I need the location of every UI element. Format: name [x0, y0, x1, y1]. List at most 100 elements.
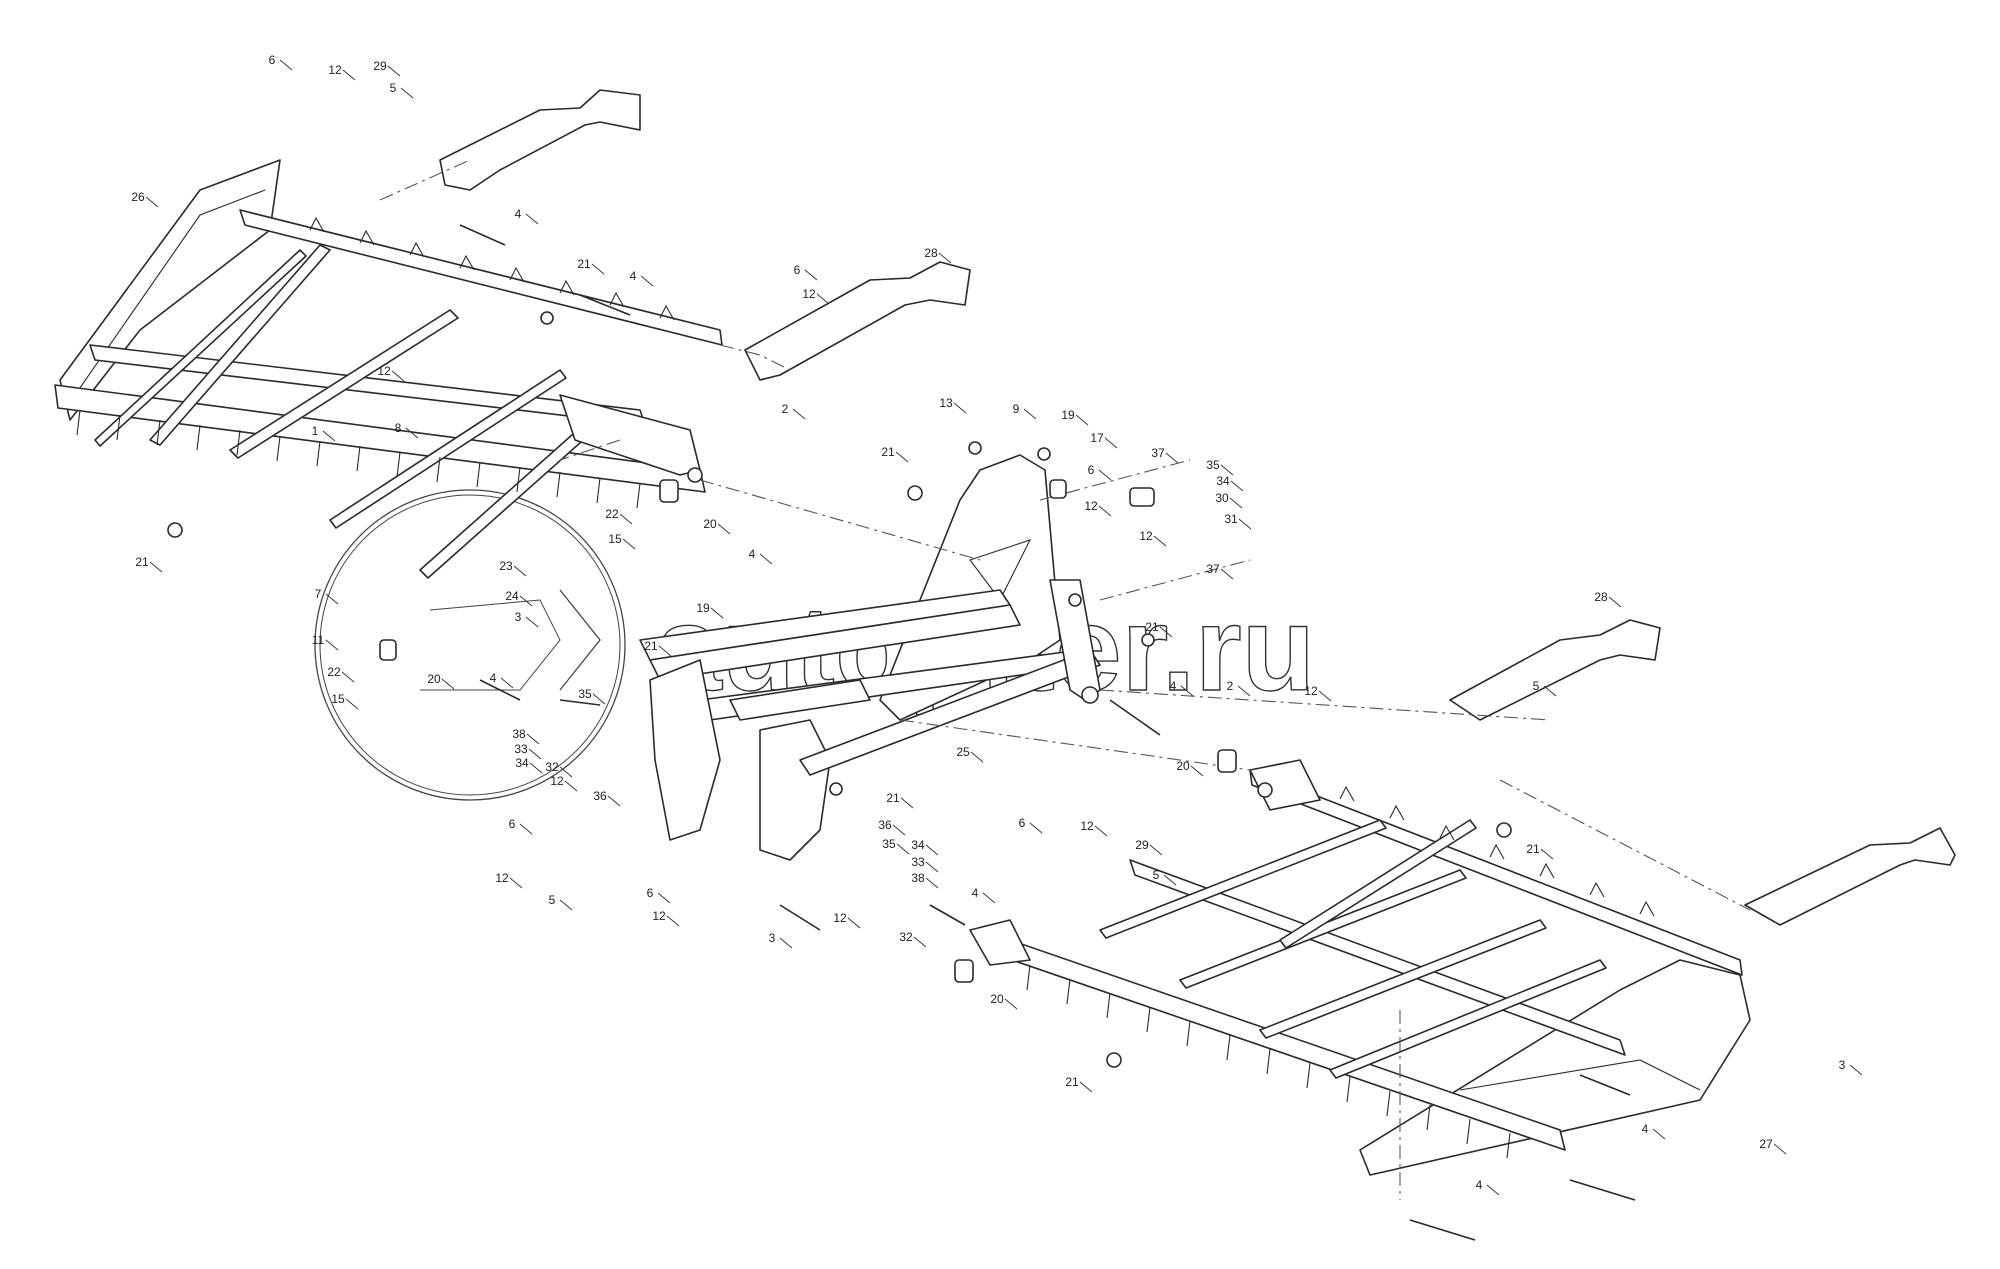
leader-l20a: [717, 523, 731, 535]
leader-l7: [325, 593, 339, 605]
callout-l7: 7: [315, 587, 322, 601]
callout-l21a: 21: [577, 257, 591, 271]
leader-l21g: [1540, 848, 1554, 860]
callout-l35c: 35: [882, 837, 896, 851]
leader-l12i: [666, 915, 680, 927]
leader-l32b: [913, 936, 927, 948]
callout-l3a: 3: [515, 610, 522, 624]
left-harrow-frame: [54, 159, 723, 579]
callout-l6a: 6: [269, 53, 276, 67]
leader-l21b: [895, 451, 909, 463]
callout-l6e: 6: [647, 886, 654, 900]
callout-l3c: 3: [1839, 1058, 1846, 1072]
hardware: [167, 224, 1636, 1241]
leader-l23: [513, 565, 527, 577]
watermark-logo: [314, 489, 626, 801]
leader-l25: [970, 751, 984, 763]
callout-l31: 31: [1224, 512, 1238, 526]
leader-l27: [1773, 1143, 1787, 1155]
leader-l21e: [1159, 626, 1173, 638]
leader-l12g: [1318, 690, 1332, 702]
leader-l4b: [640, 275, 654, 287]
callout-l37a: 37: [1151, 446, 1165, 460]
right-hook-arm: [1449, 619, 1661, 721]
leader-l11: [325, 639, 339, 651]
callout-l12j: 12: [833, 911, 847, 925]
leader-l20c: [1190, 765, 1204, 777]
leader-l9: [1023, 408, 1037, 420]
callout-l19b: 19: [696, 601, 710, 615]
callout-l36b: 36: [878, 818, 892, 832]
callout-l1: 1: [312, 424, 319, 438]
leader-l12k: [1094, 825, 1108, 837]
callout-l5c: 5: [549, 893, 556, 907]
callout-l4e: 4: [1170, 679, 1177, 693]
callout-l25: 25: [956, 745, 970, 759]
callout-l19a: 19: [1061, 408, 1075, 422]
callout-l4b: 4: [630, 269, 637, 283]
leader-l21d: [658, 645, 672, 657]
callout-l28a: 28: [924, 246, 938, 260]
leader-l12d: [1098, 505, 1112, 517]
leader-l12b: [816, 293, 830, 305]
callout-l35b: 35: [578, 687, 592, 701]
leader-l5a: [400, 87, 414, 99]
leader-l22a: [619, 513, 633, 525]
callout-l4g: 4: [1642, 1122, 1649, 1136]
leader-l37a: [1165, 452, 1179, 464]
leader-l5b: [1543, 685, 1557, 697]
leader-l4c: [500, 677, 514, 689]
callout-l12a: 12: [328, 63, 342, 77]
callout-l38b: 38: [911, 871, 925, 885]
callout-l34b: 34: [515, 756, 529, 770]
callout-l12i: 12: [652, 909, 666, 923]
leader-l17: [1104, 437, 1118, 449]
leader-l6a: [279, 59, 293, 71]
callout-l24: 24: [505, 589, 519, 603]
callout-l21e: 21: [1145, 620, 1159, 634]
leader-l12e: [1153, 535, 1167, 547]
leader-l19b: [710, 607, 724, 619]
callout-l5a: 5: [390, 81, 397, 95]
callout-l32a: 32: [545, 760, 559, 774]
leader-l6b: [804, 269, 818, 281]
leader-l29a: [387, 65, 401, 77]
middle-hook-arm: [744, 261, 971, 381]
callout-l22a: 22: [605, 507, 619, 521]
callout-l11: 11: [312, 633, 325, 647]
callout-l6f: 6: [1019, 816, 1026, 830]
callout-l33a: 33: [514, 742, 528, 756]
center-frame: [639, 454, 1101, 861]
leader-l6f: [1029, 822, 1043, 834]
leader-l4g: [1652, 1128, 1666, 1140]
callout-l21g: 21: [1526, 842, 1540, 856]
callout-l21d: 21: [644, 639, 658, 653]
callout-l21f: 21: [886, 791, 900, 805]
callout-l35a: 35: [1206, 458, 1220, 472]
callout-l38a: 38: [512, 727, 526, 741]
leader-l2b: [1237, 685, 1251, 697]
callout-l30: 30: [1215, 491, 1229, 505]
callout-l12b: 12: [802, 287, 816, 301]
callout-l4f: 4: [972, 886, 979, 900]
callout-l29b: 29: [1135, 838, 1149, 852]
leader-l12f: [564, 780, 578, 792]
leader-l4h: [1486, 1184, 1500, 1196]
callout-l12d: 12: [1084, 499, 1098, 513]
callout-l3b: 3: [769, 931, 776, 945]
leader-l8: [405, 427, 419, 439]
callout-l20d: 20: [990, 992, 1004, 1006]
callout-l12e: 12: [1139, 529, 1153, 543]
leader-l33a: [528, 748, 542, 760]
callout-l20c: 20: [1176, 759, 1190, 773]
leader-l34a: [1230, 480, 1244, 492]
leader-l31: [1238, 518, 1252, 530]
callout-l27: 27: [1759, 1137, 1773, 1151]
callout-l34c: 34: [911, 838, 925, 852]
leader-l30: [1229, 497, 1243, 509]
callout-l2b: 2: [1227, 679, 1234, 693]
callout-l32b: 32: [899, 930, 913, 944]
leader-l38a: [526, 733, 540, 745]
